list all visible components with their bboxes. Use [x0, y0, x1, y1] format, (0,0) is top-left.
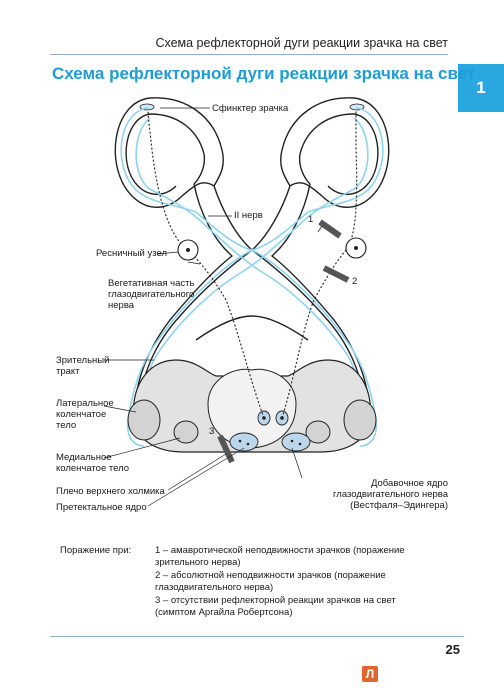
lesion-1 [318, 219, 342, 239]
right-eyeball [280, 97, 390, 208]
label-ciliary-ganglion: Ресничный узел [96, 248, 167, 259]
page-title: Схема рефлекторной дуги реакции зрачка н… [52, 64, 476, 83]
chapter-tab: 1 [458, 64, 504, 112]
header-rule [50, 54, 448, 55]
optic-pathway-outline [133, 183, 371, 421]
footer-rule [50, 636, 464, 637]
lesion-3 [217, 434, 235, 464]
legend-item-2: 2 – абсолютной неподвижности зрачков (по… [155, 570, 386, 593]
page-number: 25 [445, 642, 460, 657]
label-accessory-nucleus: Добавочное ядро глазодвигательного нерва… [333, 478, 448, 511]
left-eyeball [114, 97, 224, 208]
publisher-logo: Л [362, 666, 378, 682]
label-medial-geniculate: Медиальное коленчатое тело [56, 452, 130, 474]
geniculate-bodies [127, 399, 377, 444]
leader-lines [103, 107, 323, 507]
legend-heading: Поражение при: [60, 545, 132, 556]
label-lateral-geniculate: Латеральное коленчатое тело [56, 398, 114, 431]
lesion-bars [217, 219, 350, 464]
running-title: Схема рефлекторной дуги реакции зрачка н… [155, 36, 448, 50]
label-sphincter: Сфинктер зрачка [212, 103, 289, 114]
label-optic-tract: Зрительный тракт [56, 355, 110, 377]
legend-item-1: 1 – амавротической неподвижности зрачков… [155, 545, 405, 568]
right-pretectal-nucleus [281, 432, 311, 452]
left-pretectal-nucleus [229, 432, 259, 452]
left-lateral-geniculate [127, 399, 161, 441]
label-superior-colliculus-arm: Плечо верхнего холмика [56, 486, 165, 497]
label-optic-nerve: II нерв [234, 210, 263, 221]
label-autonomic-part: Вегетативная часть глазодвигательного не… [108, 278, 195, 311]
lesion-2 [322, 265, 350, 283]
right-medial-geniculate [305, 420, 331, 444]
lesion-mark-3: 3 [209, 426, 215, 437]
right-lateral-geniculate [343, 399, 377, 441]
label-pretectal-nucleus: Претектальное ядро [56, 502, 147, 513]
legend-item-3: 3 – отсутствии рефлекторной реакции зрач… [155, 595, 396, 618]
left-medial-geniculate [173, 420, 199, 444]
lesion-mark-1: 1 [308, 214, 314, 225]
lesion-mark-2: 2 [352, 276, 358, 287]
